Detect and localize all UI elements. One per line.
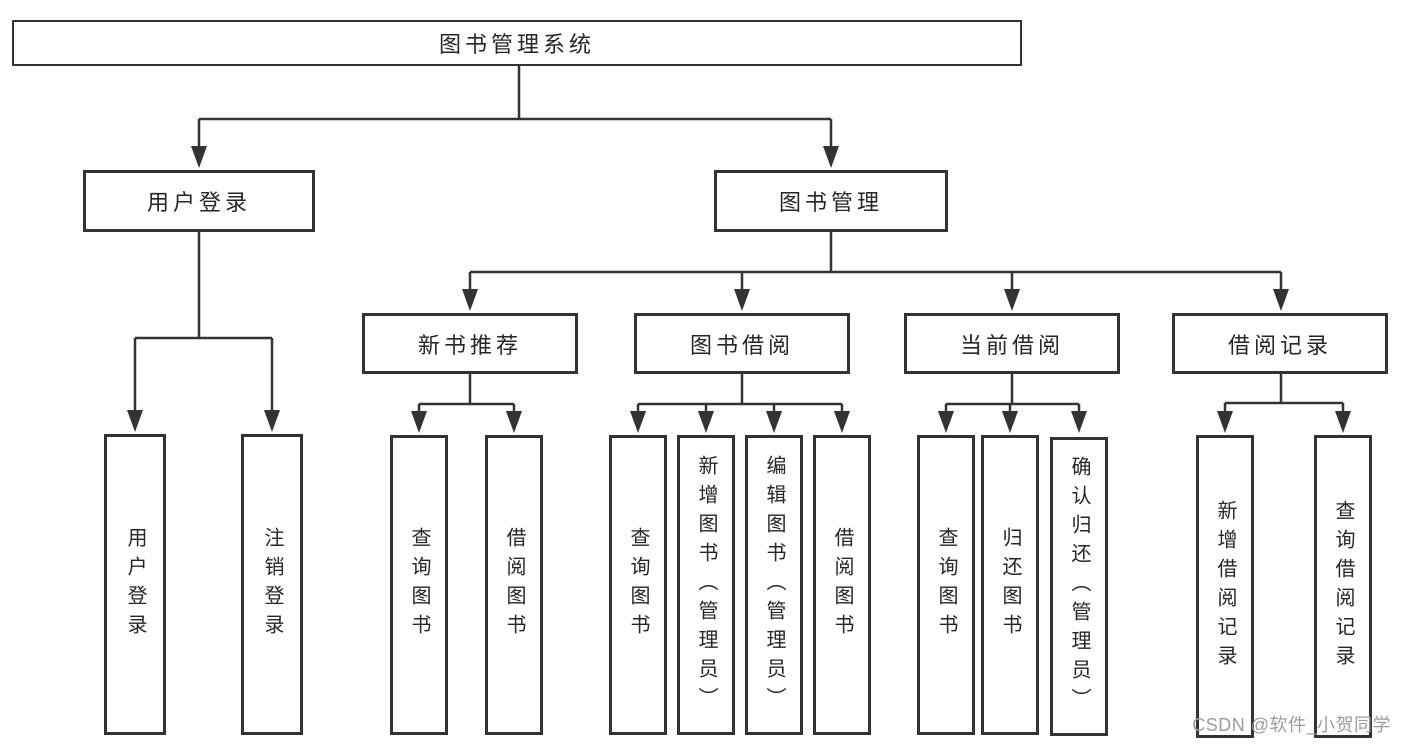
leaf-query-books-current-label: 查询图书 — [935, 527, 957, 643]
leaf-confirm-return-admin: 确认归还（管理员） — [1050, 437, 1108, 736]
arrowhead-down-icon — [411, 411, 427, 433]
leaf-logout: 注销登录 — [241, 434, 303, 735]
node-borrow-records: 借阅记录 — [1172, 313, 1388, 374]
leaf-return-book-label: 归还图书 — [999, 527, 1021, 643]
leaf-query-borrow-record-label: 查询借阅记录 — [1332, 499, 1354, 674]
leaf-query-books-recommend-label: 查询图书 — [408, 527, 430, 643]
node-current-borrow-label: 当前借阅 — [959, 332, 1064, 358]
leaf-user-login: 用户登录 — [104, 434, 166, 735]
node-user-login-label: 用户登录 — [146, 190, 251, 215]
arrowhead-down-icon — [1335, 411, 1351, 433]
leaf-borrow-books-recommend-label: 借阅图书 — [503, 527, 525, 643]
arrowhead-down-icon — [1004, 289, 1020, 311]
node-root-system-label: 图书管理系统 — [438, 32, 595, 57]
node-new-book-recommend-label: 新书推荐 — [417, 332, 522, 358]
leaf-query-books-current: 查询图书 — [917, 435, 975, 735]
arrowhead-down-icon — [823, 146, 839, 168]
node-book-management-label: 图书管理 — [778, 190, 883, 215]
node-new-book-recommend: 新书推荐 — [362, 313, 578, 374]
leaf-add-borrow-record-label: 新增借阅记录 — [1214, 499, 1236, 674]
watermark: CSDN @软件_小贺同学 — [1192, 715, 1391, 735]
arrowhead-down-icon — [264, 410, 280, 432]
node-book-borrow-label: 图书借阅 — [689, 332, 794, 358]
arrowhead-down-icon — [191, 146, 207, 168]
arrowhead-down-icon — [630, 411, 646, 433]
tree-lines — [133, 66, 1345, 414]
arrowhead-down-icon — [734, 289, 750, 311]
leaf-borrow-books-label: 借阅图书 — [831, 527, 853, 643]
leaf-add-borrow-record: 新增借阅记录 — [1196, 435, 1254, 738]
leaf-query-books-borrow-label: 查询图书 — [627, 527, 649, 643]
arrowhead-down-icon — [834, 411, 850, 433]
arrowhead-down-icon — [506, 411, 522, 433]
leaf-edit-book-admin: 编辑图书（管理员） — [745, 435, 803, 735]
leaf-borrow-books-recommend: 借阅图书 — [485, 435, 543, 735]
leaf-add-book-admin: 新增图书（管理员） — [677, 435, 735, 735]
leaf-query-books-recommend: 查询图书 — [390, 435, 448, 735]
leaf-add-book-admin-label: 新增图书（管理员） — [695, 454, 717, 716]
node-user-login: 用户登录 — [83, 170, 315, 232]
node-book-borrow: 图书借阅 — [634, 313, 850, 374]
node-root-system: 图书管理系统 — [12, 20, 1022, 66]
arrowhead-down-icon — [766, 411, 782, 433]
arrowhead-down-icon — [1217, 411, 1233, 433]
arrowhead-down-icon — [462, 289, 478, 311]
leaf-borrow-books: 借阅图书 — [813, 435, 871, 735]
node-book-management: 图书管理 — [714, 170, 948, 232]
node-current-borrow: 当前借阅 — [904, 313, 1120, 374]
arrowhead-down-icon — [698, 411, 714, 433]
leaf-return-book: 归还图书 — [981, 435, 1039, 735]
node-borrow-records-label: 借阅记录 — [1227, 332, 1332, 358]
leaf-user-login-label: 用户登录 — [124, 526, 146, 643]
arrowhead-down-icon — [1273, 289, 1289, 311]
arrowhead-down-icon — [938, 411, 954, 433]
arrowhead-down-icon — [1002, 411, 1018, 433]
arrowhead-down-icon — [1071, 411, 1087, 433]
leaf-confirm-return-admin-label: 确认归还（管理员） — [1068, 456, 1090, 717]
leaf-query-borrow-record: 查询借阅记录 — [1314, 435, 1372, 738]
arrowhead-down-icon — [127, 410, 143, 432]
leaf-edit-book-admin-label: 编辑图书（管理员） — [763, 454, 785, 716]
leaf-query-books-borrow: 查询图书 — [609, 435, 667, 735]
leaf-logout-label: 注销登录 — [261, 526, 283, 643]
